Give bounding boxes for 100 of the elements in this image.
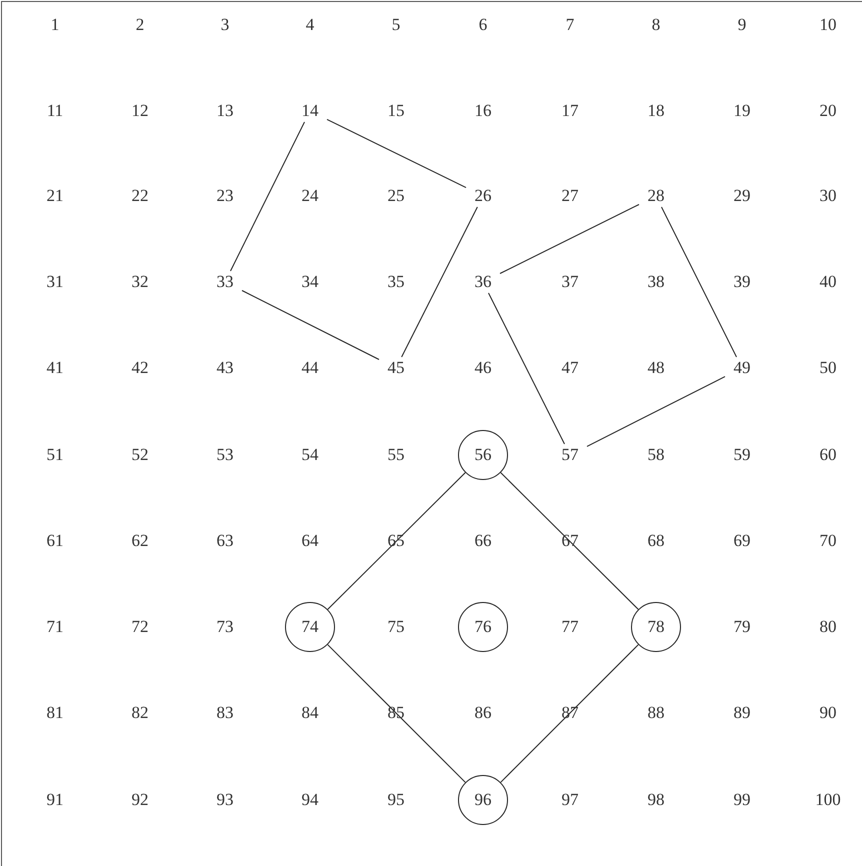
number-label: 80 xyxy=(811,616,845,638)
number-label: 30 xyxy=(811,185,845,207)
number-label: 41 xyxy=(38,357,72,379)
number-label: 35 xyxy=(379,271,413,293)
number-label: 2 xyxy=(123,14,157,36)
connector-line xyxy=(661,206,737,358)
number-label: 55 xyxy=(379,444,413,466)
number-label: 91 xyxy=(38,789,72,811)
number-label: 38 xyxy=(639,271,673,293)
number-label: 16 xyxy=(466,100,500,122)
number-label: 25 xyxy=(379,185,413,207)
circled-number: 56 xyxy=(458,430,508,480)
number-label: 28 xyxy=(639,185,673,207)
number-label: 50 xyxy=(811,357,845,379)
number-label: 19 xyxy=(725,100,759,122)
number-label: 37 xyxy=(553,271,587,293)
circled-number: 76 xyxy=(458,602,508,652)
number-label: 54 xyxy=(293,444,327,466)
number-label: 13 xyxy=(208,100,242,122)
number-label: 61 xyxy=(38,530,72,552)
number-label: 51 xyxy=(38,444,72,466)
number-label: 83 xyxy=(208,702,242,724)
number-label: 43 xyxy=(208,357,242,379)
number-label: 95 xyxy=(379,789,413,811)
number-label: 48 xyxy=(639,357,673,379)
connector-line xyxy=(500,644,639,783)
number-label: 36 xyxy=(466,271,500,293)
number-label: 49 xyxy=(725,357,759,379)
number-label: 18 xyxy=(639,100,673,122)
number-label: 57 xyxy=(553,444,587,466)
number-label: 62 xyxy=(123,530,157,552)
number-label: 53 xyxy=(208,444,242,466)
number-label: 59 xyxy=(725,444,759,466)
connector-line xyxy=(500,204,640,274)
number-label: 98 xyxy=(639,789,673,811)
number-label: 92 xyxy=(123,789,157,811)
number-label: 68 xyxy=(639,530,673,552)
number-label: 70 xyxy=(811,530,845,552)
number-label: 66 xyxy=(466,530,500,552)
number-label: 21 xyxy=(38,185,72,207)
number-label: 27 xyxy=(553,185,587,207)
number-label: 88 xyxy=(639,702,673,724)
number-label: 23 xyxy=(208,185,242,207)
number-label: 52 xyxy=(123,444,157,466)
number-label: 84 xyxy=(293,702,327,724)
number-label: 32 xyxy=(123,271,157,293)
number-label: 26 xyxy=(466,185,500,207)
connector-line xyxy=(326,118,466,188)
number-label: 89 xyxy=(725,702,759,724)
number-label: 93 xyxy=(208,789,242,811)
number-label: 17 xyxy=(553,100,587,122)
connector-line xyxy=(488,292,565,444)
number-label: 34 xyxy=(293,271,327,293)
circled-number: 96 xyxy=(458,775,508,825)
number-label: 86 xyxy=(466,702,500,724)
circled-number: 74 xyxy=(285,602,335,652)
number-label: 22 xyxy=(123,185,157,207)
connector-line xyxy=(230,122,305,272)
number-label: 100 xyxy=(811,789,845,811)
number-label: 82 xyxy=(123,702,157,724)
number-label: 9 xyxy=(725,14,759,36)
number-label: 15 xyxy=(379,100,413,122)
circled-number: 78 xyxy=(631,602,681,652)
number-label: 73 xyxy=(208,616,242,638)
number-label: 33 xyxy=(208,271,242,293)
connector-line xyxy=(500,472,639,610)
number-label: 29 xyxy=(725,185,759,207)
connector-line xyxy=(327,472,466,610)
number-label: 40 xyxy=(811,271,845,293)
number-label: 5 xyxy=(379,14,413,36)
number-label: 7 xyxy=(553,14,587,36)
number-label: 75 xyxy=(379,616,413,638)
number-label: 44 xyxy=(293,357,327,379)
number-label: 3 xyxy=(208,14,242,36)
number-label: 11 xyxy=(38,100,72,122)
number-label: 81 xyxy=(38,702,72,724)
number-label: 4 xyxy=(293,14,327,36)
number-label: 1 xyxy=(38,14,72,36)
number-label: 42 xyxy=(123,357,157,379)
number-label: 99 xyxy=(725,789,759,811)
number-label: 10 xyxy=(811,14,845,36)
number-label: 58 xyxy=(639,444,673,466)
number-label: 8 xyxy=(639,14,673,36)
number-label: 24 xyxy=(293,185,327,207)
number-label: 12 xyxy=(123,100,157,122)
number-label: 71 xyxy=(38,616,72,638)
connector-line xyxy=(401,206,478,358)
number-label: 31 xyxy=(38,271,72,293)
number-label: 45 xyxy=(379,357,413,379)
number-label: 46 xyxy=(466,357,500,379)
number-label: 6 xyxy=(466,14,500,36)
number-label: 94 xyxy=(293,789,327,811)
number-label: 47 xyxy=(553,357,587,379)
connector-line xyxy=(242,290,380,360)
number-label: 63 xyxy=(208,530,242,552)
number-label: 64 xyxy=(293,530,327,552)
number-label: 90 xyxy=(811,702,845,724)
number-label: 77 xyxy=(553,616,587,638)
number-label: 97 xyxy=(553,789,587,811)
connector-line xyxy=(586,376,726,447)
